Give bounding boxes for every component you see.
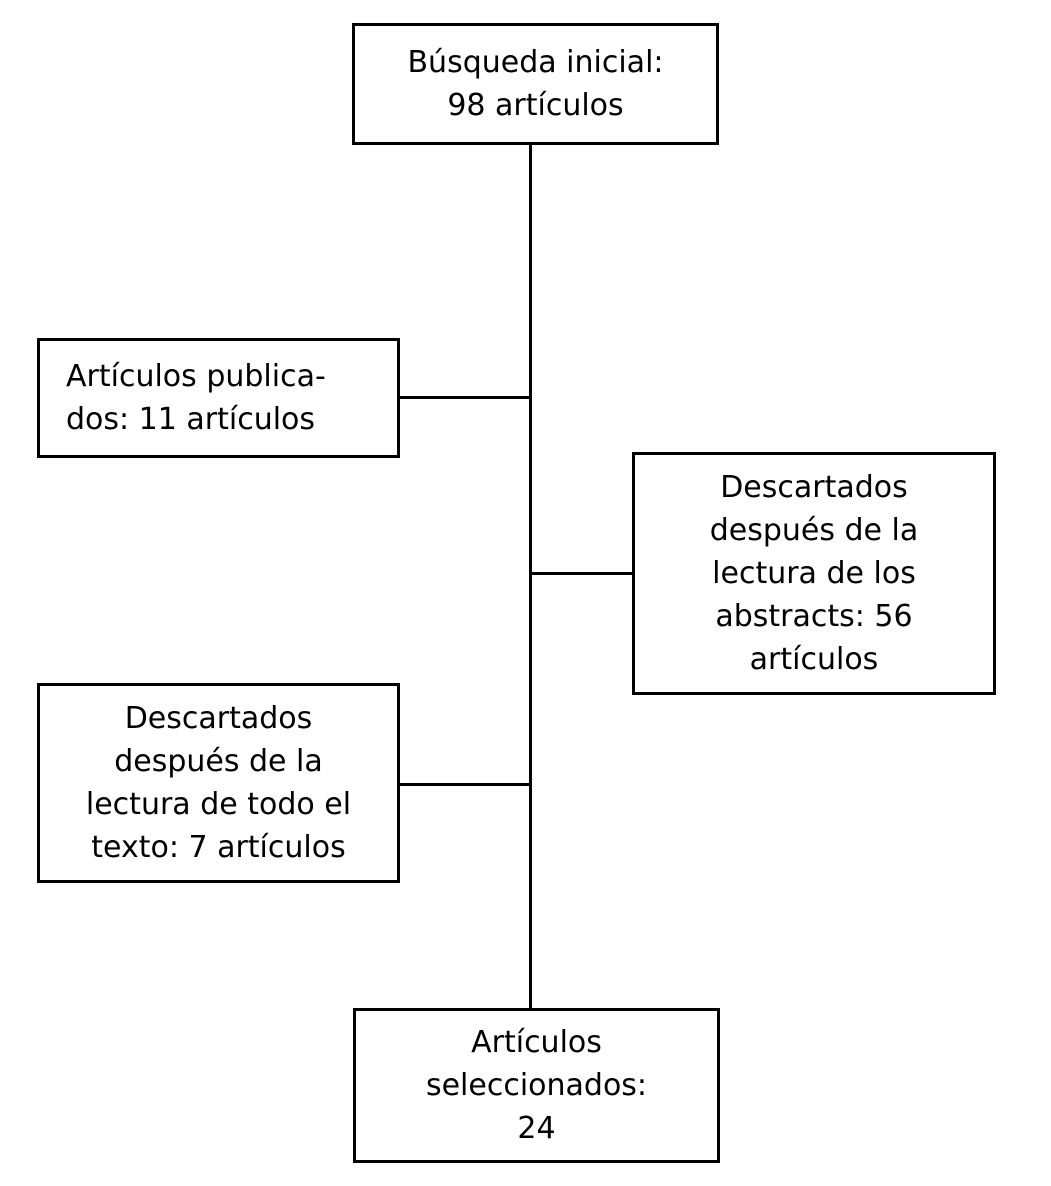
connector-to-discarded-abstracts-box [531,572,632,575]
flowchart-box-initial-search: Búsqueda inicial: 98 artículos [352,23,719,145]
flowchart-box-discarded-after-fulltext: Descartados después de la lectura de tod… [37,683,400,883]
flowchart-box-discarded-after-abstracts: Descartados después de la lectura de los… [632,452,996,695]
connector-to-discarded-fulltext-box [400,783,531,786]
flowchart-box-published-articles: Artículos publica- dos: 11 artículos [37,338,400,458]
connector-to-published-box [400,396,531,399]
flowchart-box-selected-articles: Artículos seleccionados: 24 [353,1008,720,1163]
vertical-spine-connector [529,145,532,1008]
